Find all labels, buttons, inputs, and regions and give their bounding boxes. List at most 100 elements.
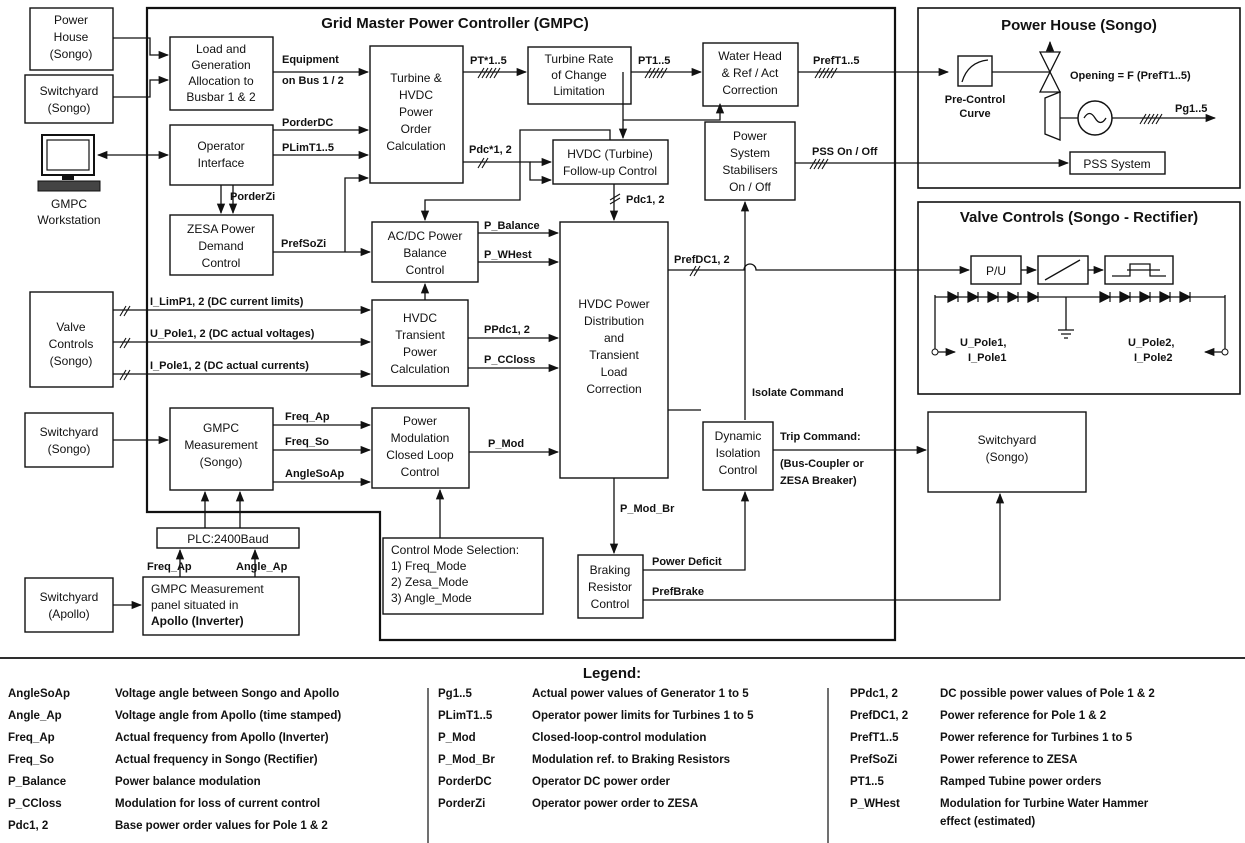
svg-text:U_Pole1, 2 (DC actual voltage: U_Pole1, 2 (DC actual voltages) bbox=[150, 328, 315, 340]
svg-text:GMPC: GMPC bbox=[51, 197, 87, 211]
svg-text:(Apollo): (Apollo) bbox=[48, 607, 89, 621]
svg-text:I_Pole1: I_Pole1 bbox=[968, 352, 1007, 364]
svg-text:Isolation: Isolation bbox=[716, 446, 761, 460]
svg-text:Pg1..5: Pg1..5 bbox=[438, 688, 472, 700]
svg-text:2) Zesa_Mode: 2) Zesa_Mode bbox=[391, 575, 469, 589]
svg-text:Modulation for loss of current: Modulation for loss of current control bbox=[115, 798, 320, 810]
svg-text:Interface: Interface bbox=[198, 156, 245, 170]
svg-text:Operator power limits for Turb: Operator power limits for Turbines 1 to … bbox=[532, 710, 754, 722]
block-gmpc-measurement: GMPC Measurement (Songo) bbox=[169, 407, 274, 491]
svg-text:PrefT1..5: PrefT1..5 bbox=[813, 55, 859, 67]
connections bbox=[96, 37, 1070, 610]
svg-text:Power: Power bbox=[54, 13, 88, 27]
svg-text:Turbine &: Turbine & bbox=[390, 71, 442, 85]
svg-text:Control: Control bbox=[719, 463, 758, 477]
block-hvdc-followup: HVDC (Turbine) Follow-up Control bbox=[552, 139, 669, 185]
svg-text:I_Pole2: I_Pole2 bbox=[1134, 352, 1173, 364]
block-operator-interface: Operator Interface bbox=[169, 124, 274, 186]
workstation-icon: GMPC Workstation bbox=[37, 134, 101, 227]
svg-text:Pg1..5: Pg1..5 bbox=[1175, 103, 1207, 115]
svg-text:PorderZi: PorderZi bbox=[438, 798, 485, 810]
svg-text:PrefSoZi: PrefSoZi bbox=[850, 754, 897, 766]
svg-text:(Bus-Coupler or: (Bus-Coupler or bbox=[780, 458, 864, 470]
svg-text:AngleSoAp: AngleSoAp bbox=[8, 688, 70, 700]
legend-col1: AngleSoAp Voltage angle between Songo and… bbox=[8, 688, 341, 832]
svg-text:Balance: Balance bbox=[403, 246, 447, 260]
svg-text:Freq_So: Freq_So bbox=[285, 436, 329, 448]
svg-text:PrefDC1, 2: PrefDC1, 2 bbox=[850, 710, 908, 722]
svg-text:Trip Command:: Trip Command: bbox=[780, 431, 861, 443]
svg-text:P_Mod_Br: P_Mod_Br bbox=[438, 754, 495, 766]
svg-text:HVDC (Turbine): HVDC (Turbine) bbox=[567, 147, 653, 161]
svg-text:P_CCloss: P_CCloss bbox=[8, 798, 62, 810]
svg-text:PT1..5: PT1..5 bbox=[638, 55, 670, 67]
svg-text:PPdc1, 2: PPdc1, 2 bbox=[484, 324, 530, 336]
svg-text:U_Pole2,: U_Pole2, bbox=[1128, 337, 1174, 349]
svg-text:(Songo): (Songo) bbox=[48, 442, 91, 456]
svg-text:Limitation: Limitation bbox=[553, 84, 604, 98]
svg-text:Switchyard: Switchyard bbox=[40, 590, 99, 604]
svg-text:Modulation: Modulation bbox=[391, 431, 450, 445]
svg-text:(Songo): (Songo) bbox=[50, 47, 93, 61]
svg-text:Ramped Tubine power orders: Ramped Tubine power orders bbox=[940, 776, 1101, 788]
svg-text:Power: Power bbox=[399, 105, 433, 119]
gmpc-frame bbox=[145, 6, 897, 642]
svg-text:PT1..5: PT1..5 bbox=[850, 776, 884, 788]
svg-text:Actual frequency from Apollo (: Actual frequency from Apollo (Inverter) bbox=[115, 732, 329, 744]
svg-text:HVDC Power: HVDC Power bbox=[578, 297, 649, 311]
block-load-generation: Load and Generation Allocation to Busbar… bbox=[169, 36, 274, 111]
svg-text:Isolate Command: Isolate Command bbox=[752, 387, 844, 399]
svg-text:panel situated in: panel situated in bbox=[151, 598, 238, 612]
block-switchyard-right: Switchyard (Songo) bbox=[927, 411, 1087, 493]
block-acdc-balance: AC/DC Power Balance Control bbox=[371, 221, 479, 283]
svg-text:ZESA Power: ZESA Power bbox=[187, 222, 255, 236]
svg-text:Calculation: Calculation bbox=[386, 139, 445, 153]
svg-text:PT*1..5: PT*1..5 bbox=[470, 55, 507, 67]
block-power-house: Power House (Songo) bbox=[29, 7, 114, 71]
svg-text:Transient: Transient bbox=[395, 328, 445, 342]
svg-text:Water Head: Water Head bbox=[718, 49, 782, 63]
svg-text:Angle_Ap: Angle_Ap bbox=[236, 561, 288, 573]
svg-text:Opening = F (PrefT1..5): Opening = F (PrefT1..5) bbox=[1070, 70, 1191, 82]
svg-text:Power reference for Turbines 1: Power reference for Turbines 1 to 5 bbox=[940, 732, 1133, 744]
svg-text:Power Deficit: Power Deficit bbox=[652, 556, 722, 568]
svg-text:On / Off: On / Off bbox=[729, 180, 771, 194]
svg-text:P_WHest: P_WHest bbox=[484, 249, 532, 261]
svg-text:House: House bbox=[54, 30, 89, 44]
svg-text:I_LimP1, 2 (DC current limits: I_LimP1, 2 (DC current limits) bbox=[150, 296, 304, 308]
svg-text:Closed-loop-control modulation: Closed-loop-control modulation bbox=[532, 732, 706, 744]
svg-text:Stabilisers: Stabilisers bbox=[722, 163, 777, 177]
svg-text:P_Balance: P_Balance bbox=[484, 220, 540, 232]
svg-text:PrefT1..5: PrefT1..5 bbox=[850, 732, 899, 744]
svg-text:Pdc1, 2: Pdc1, 2 bbox=[626, 194, 665, 206]
svg-text:Power House (Songo): Power House (Songo) bbox=[1001, 17, 1157, 34]
svg-text:Measurement: Measurement bbox=[184, 438, 258, 452]
svg-text:PorderDC: PorderDC bbox=[438, 776, 492, 788]
svg-text:Valve Controls (Songo - Rectif: Valve Controls (Songo - Rectifier) bbox=[960, 209, 1198, 226]
svg-text:& Ref / Act: & Ref / Act bbox=[722, 66, 779, 80]
svg-text:Power reference to ZESA: Power reference to ZESA bbox=[940, 754, 1077, 766]
svg-text:Valve: Valve bbox=[56, 320, 85, 334]
svg-text:Distribution: Distribution bbox=[584, 314, 644, 328]
svg-text:Voltage angle between Songo an: Voltage angle between Songo and Apollo bbox=[115, 688, 339, 700]
svg-text:Equipment: Equipment bbox=[282, 54, 339, 66]
svg-text:(Songo): (Songo) bbox=[48, 101, 91, 115]
block-zesa-demand: ZESA Power Demand Control bbox=[169, 214, 274, 276]
svg-text:Load: Load bbox=[601, 365, 628, 379]
svg-text:Angle_Ap: Angle_Ap bbox=[8, 710, 62, 722]
svg-text:Allocation to: Allocation to bbox=[188, 74, 254, 88]
block-valve-controls: Valve Controls (Songo) bbox=[29, 291, 114, 388]
block-dynamic-isolation: Dynamic Isolation Control bbox=[702, 421, 774, 491]
svg-text:Control: Control bbox=[202, 256, 241, 270]
svg-text:Busbar 1 & 2: Busbar 1 & 2 bbox=[186, 90, 256, 104]
svg-text:Closed Loop: Closed Loop bbox=[386, 448, 454, 462]
svg-text:Calculation: Calculation bbox=[390, 362, 449, 376]
svg-text:PrefBrake: PrefBrake bbox=[652, 586, 704, 598]
svg-text:Order: Order bbox=[401, 122, 432, 136]
svg-text:System: System bbox=[730, 146, 770, 160]
svg-text:Legend:: Legend: bbox=[583, 665, 641, 682]
svg-text:HVDC: HVDC bbox=[399, 88, 433, 102]
svg-text:1) Freq_Mode: 1) Freq_Mode bbox=[391, 559, 467, 573]
